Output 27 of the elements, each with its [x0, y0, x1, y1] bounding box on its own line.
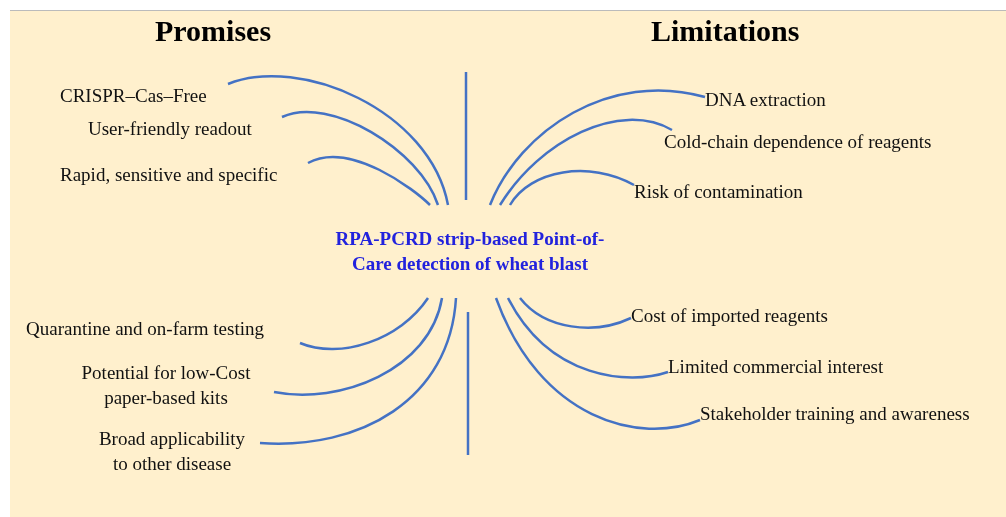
column-heading: Limitations	[651, 14, 800, 48]
point-text: Potential for low-Cost paper-based kits	[80, 361, 252, 410]
connector-line	[259, 297, 458, 445]
connector-line	[227, 75, 450, 206]
point-text: Limited commercial interest	[668, 355, 885, 379]
connector-line	[494, 297, 701, 430]
column-heading: Promises	[155, 14, 272, 48]
connector-line	[519, 297, 632, 329]
point-text: Stakeholder training and awareness	[700, 402, 971, 426]
point-text: Quarantine and on-farm testing	[26, 317, 265, 341]
connector-line	[307, 155, 431, 206]
point-text: Rapid, sensitive and specific	[60, 163, 279, 187]
connector-line	[506, 297, 669, 379]
connector-line	[273, 297, 444, 396]
connector-line	[488, 89, 706, 206]
connector-line	[498, 118, 673, 206]
point-text: User-friendly readout	[88, 117, 253, 141]
central-topic: RPA-PCRD strip-based Point-of-Care detection of wheat blast	[334, 226, 606, 276]
point-text: DNA extraction	[705, 88, 827, 112]
point-text: Cost of imported reagents	[631, 304, 829, 328]
point-text: CRISPR–Cas–Free	[60, 84, 208, 108]
connector-line	[281, 110, 440, 206]
connector-line	[299, 297, 429, 351]
connector-line	[508, 170, 635, 206]
point-text: Broad applicability to other disease	[97, 427, 247, 476]
point-text: Cold-chain dependence of reagents	[664, 130, 933, 154]
point-text: Risk of contamination	[634, 180, 804, 204]
